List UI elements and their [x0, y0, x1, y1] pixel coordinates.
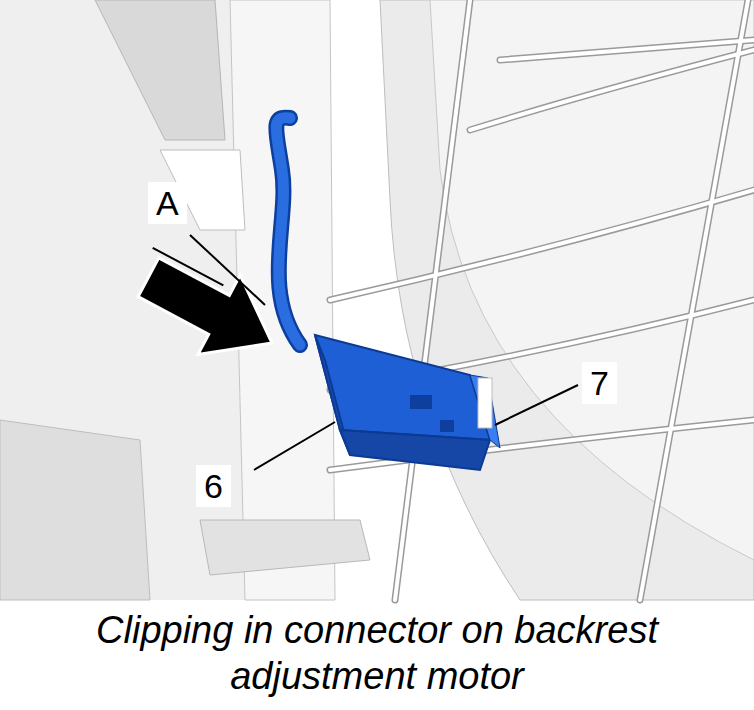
callout-number: 7 [582, 362, 617, 404]
leader-line [190, 235, 265, 305]
backrest-inner [430, 0, 754, 560]
callout-number: 6 [196, 465, 231, 507]
wire-mesh [330, 0, 754, 600]
picture-ground [0, 0, 754, 600]
connector-face [470, 375, 500, 448]
backrest-frame [380, 0, 754, 600]
cable-outline [276, 118, 300, 345]
connector-pin [440, 420, 454, 432]
direction-arrow [118, 233, 293, 383]
connector-socket [478, 378, 492, 428]
view-letter: A [148, 182, 187, 224]
figure-caption: Clipping in connector on backrest adjust… [20, 608, 734, 699]
lower-rail [200, 520, 370, 575]
panel-post [95, 0, 225, 140]
connector-latch [410, 395, 432, 409]
leader-line [254, 422, 335, 470]
lower-bracket [0, 420, 150, 600]
wire-highlight [330, 0, 754, 600]
leader-line [495, 385, 578, 425]
cable [276, 118, 300, 345]
connector-bottom [340, 430, 490, 470]
